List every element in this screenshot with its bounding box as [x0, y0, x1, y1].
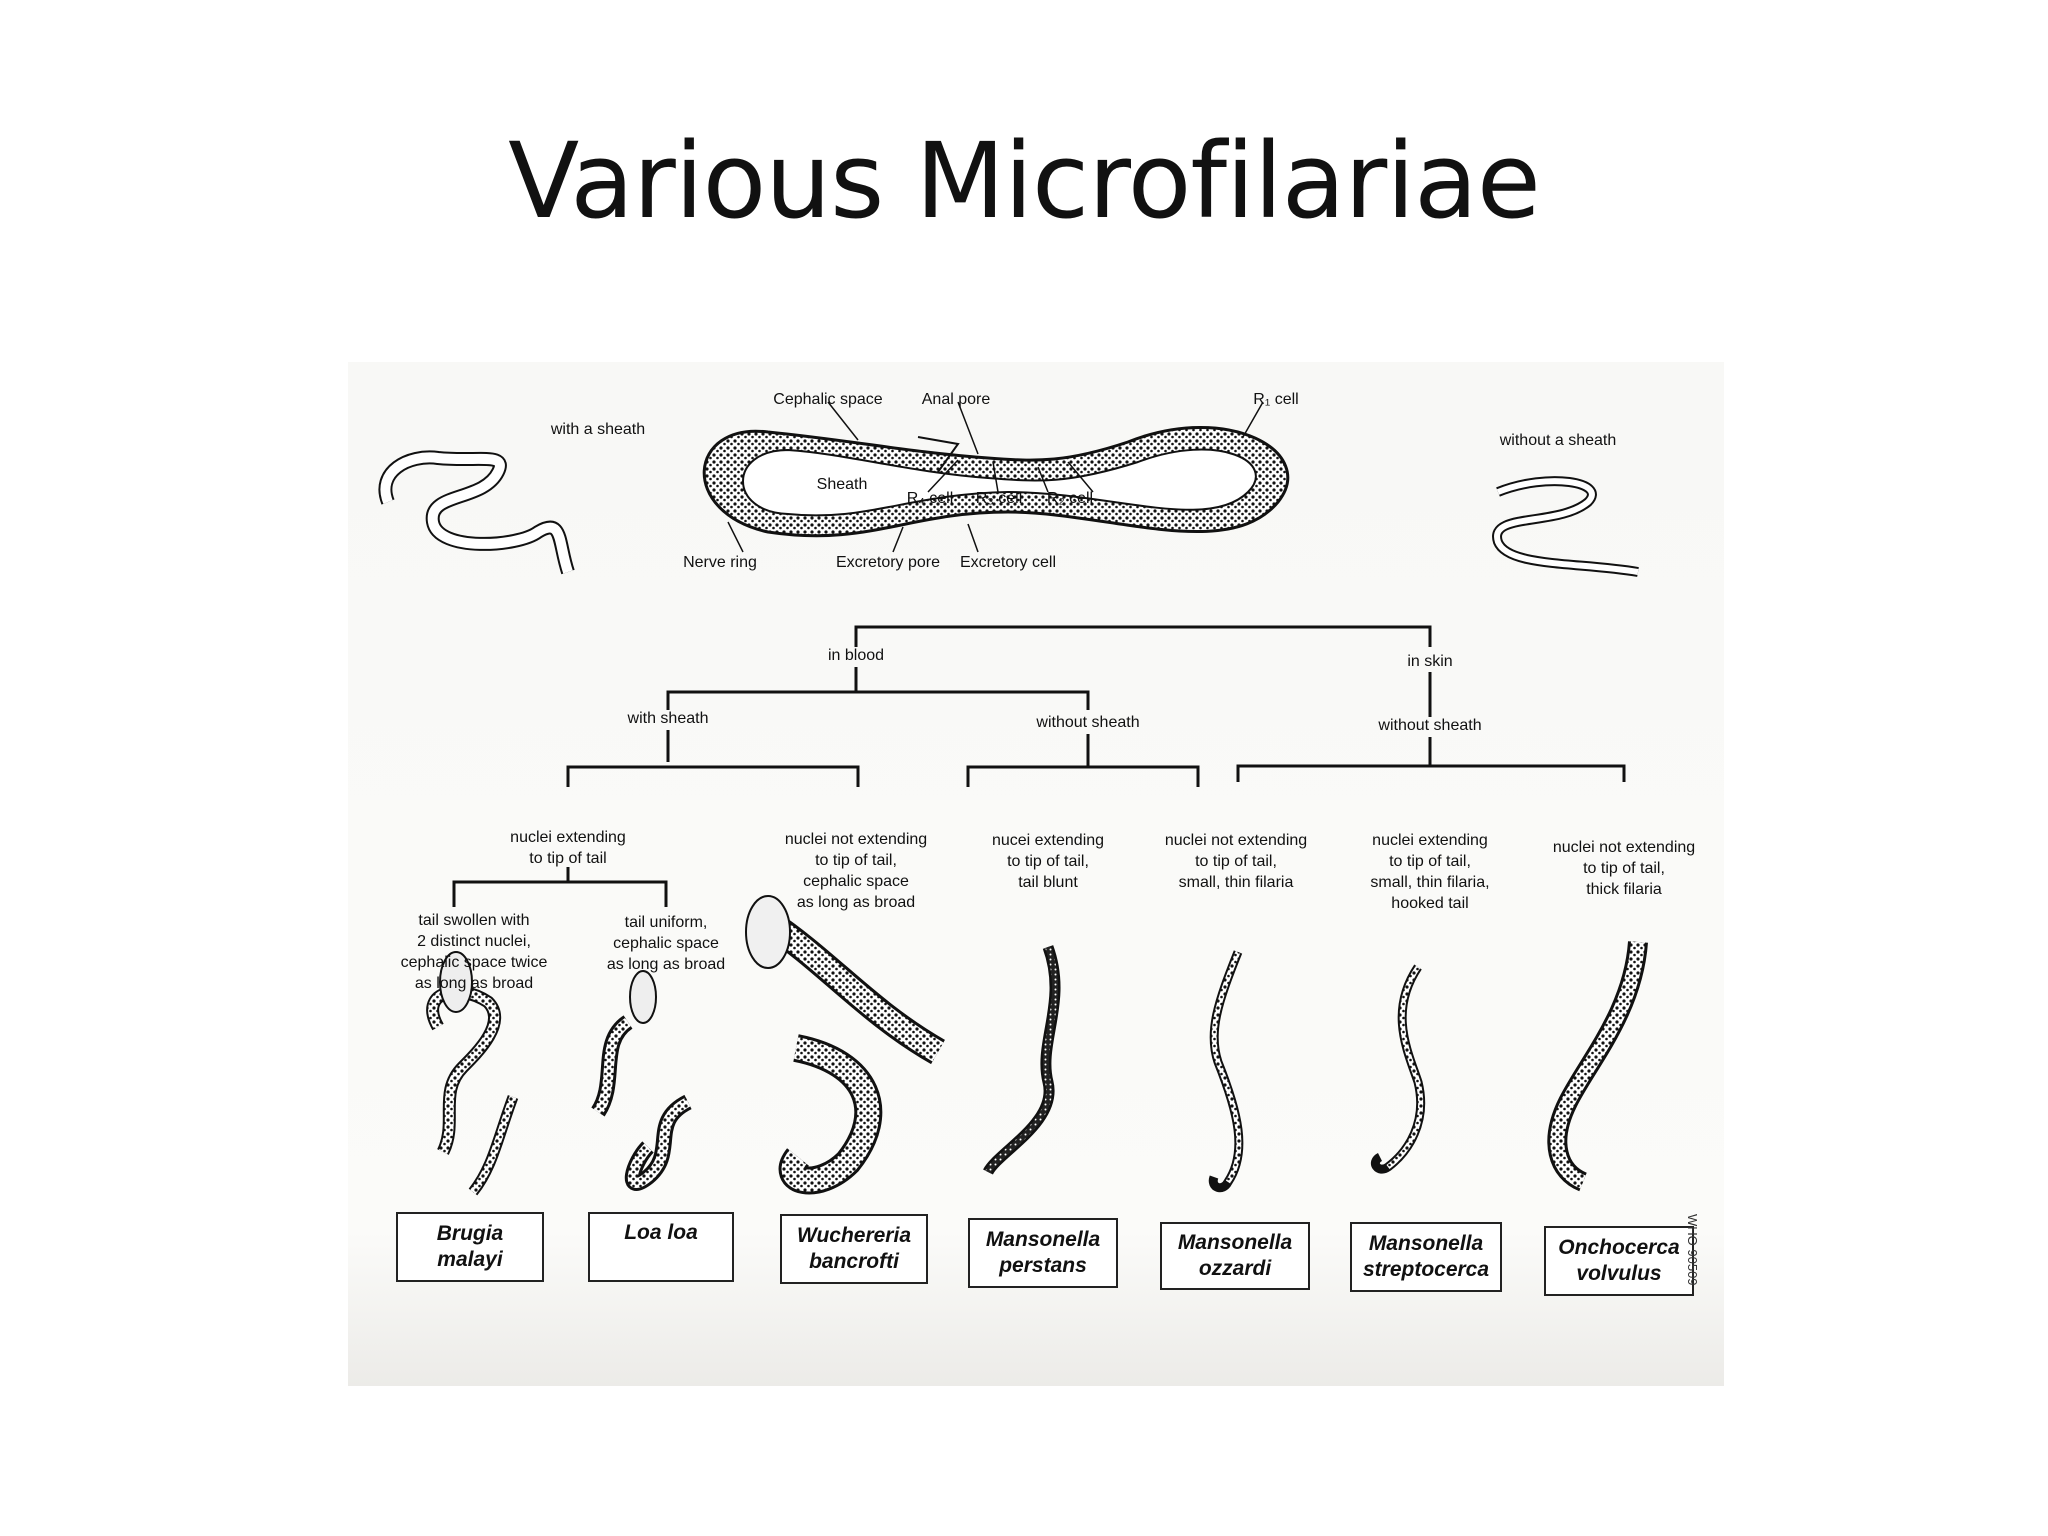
in-blood-label: in blood: [827, 647, 885, 664]
excretory-cell-label: Excretory cell: [959, 554, 1057, 571]
blood-without-sheath-label: without sheath: [1036, 714, 1140, 731]
species-name-line: Wuchereria: [797, 1224, 911, 1247]
who-credit: WHO 90509: [1685, 1214, 1700, 1286]
microfilariae-figure: with a sheath without a sheath Cephalic …: [348, 362, 1724, 1386]
r3-cell-label: R₃ cell: [975, 490, 1023, 507]
species-name-line: perstans: [999, 1254, 1087, 1277]
brugia-malayi-drawing: [426, 951, 519, 1196]
criterion-onchocerca-label: nuclei not extending to tip of tail, thi…: [1552, 839, 1696, 898]
r1-cell-label: R₁ cell: [1253, 391, 1299, 408]
unsheathed-worm-drawing: [1492, 476, 1639, 577]
species-name-line: Brugia: [436, 1222, 504, 1245]
species-name-line: Mansonella: [1368, 1232, 1484, 1255]
species-name-line: Mansonella: [985, 1228, 1101, 1251]
species-name-line: malayi: [437, 1248, 503, 1271]
criterion-streptocerca-label: nuclei extending to tip of tail, small, …: [1370, 832, 1490, 912]
mansonella-perstans-drawing: [983, 945, 1061, 1175]
sheathed-worm-drawing: [378, 450, 575, 575]
excretory-pore-label: Excretory pore: [835, 554, 941, 571]
species-box-loa-loa: Loa loa: [588, 1212, 734, 1282]
species-name-line: Onchocerca: [1558, 1236, 1680, 1259]
species-name-line: streptocerca: [1362, 1258, 1490, 1281]
mansonella-streptocerca-drawing: [1371, 964, 1426, 1174]
wuchereria-bancrofti-drawing: [745, 895, 945, 1195]
criterion-nuclei-to-tip-label: nuclei extending to tip of tail: [510, 829, 626, 867]
nerve-ring-label: Nerve ring: [683, 554, 757, 571]
criterion-wuchereria-label: nuclei not extending to tip of tail, cep…: [784, 831, 928, 911]
species-box-mansonella-ozzardi: Mansonella ozzardi: [1160, 1222, 1310, 1290]
criterion-brugia-label: tail swollen with 2 distinct nuclei, cep…: [400, 912, 548, 992]
criterion-loa-loa-label: tail uniform, cephalic space as long as …: [606, 914, 726, 973]
r4-cell-label: R₄ cell: [906, 490, 954, 507]
decision-tree-lines: [452, 625, 1626, 907]
species-name-line: ozzardi: [1198, 1257, 1272, 1280]
species-box-wuchereria-bancrofti: Wuchereria bancrofti: [780, 1214, 928, 1284]
in-skin-label: in skin: [1407, 653, 1453, 670]
species-box-mansonella-perstans: Mansonella perstans: [968, 1218, 1118, 1288]
blood-with-sheath-label: with sheath: [627, 710, 709, 727]
with-a-sheath-label: with a sheath: [550, 421, 646, 438]
mansonella-ozzardi-drawing: [1208, 950, 1244, 1193]
skin-without-sheath-label: without sheath: [1378, 717, 1482, 734]
loa-loa-drawing: [591, 970, 693, 1191]
species-name-line: Mansonella: [1177, 1231, 1293, 1254]
anal-pore-label: Anal pore: [921, 391, 991, 408]
slide-title: Various Microfilariae: [508, 120, 1541, 242]
species-name-line: bancrofti: [809, 1250, 899, 1273]
r2-cell-label: R₂ cell: [1046, 490, 1094, 507]
species-name-line: volvulus: [1576, 1262, 1662, 1285]
species-box-onchocerca-volvulus: Onchocerca volvulus: [1544, 1226, 1694, 1296]
onchocerca-volvulus-drawing: [1547, 941, 1648, 1192]
without-a-sheath-label: without a sheath: [1499, 432, 1617, 449]
criterion-ozzardi-label: nuclei not extending to tip of tail, sma…: [1164, 832, 1308, 891]
cephalic-space-label: Cephalic space: [773, 391, 883, 408]
criterion-perstans-label: nucei extending to tip of tail, tail blu…: [991, 832, 1105, 891]
anatomy-diagram: [702, 401, 1290, 553]
species-name-line: Loa loa: [624, 1221, 698, 1244]
species-box-mansonella-streptocerca: Mansonella streptocerca: [1350, 1222, 1502, 1292]
species-box-brugia-malayi: Brugia malayi: [396, 1212, 544, 1282]
sheath-label: Sheath: [816, 476, 868, 493]
figure-drawing: [378, 401, 1648, 1196]
